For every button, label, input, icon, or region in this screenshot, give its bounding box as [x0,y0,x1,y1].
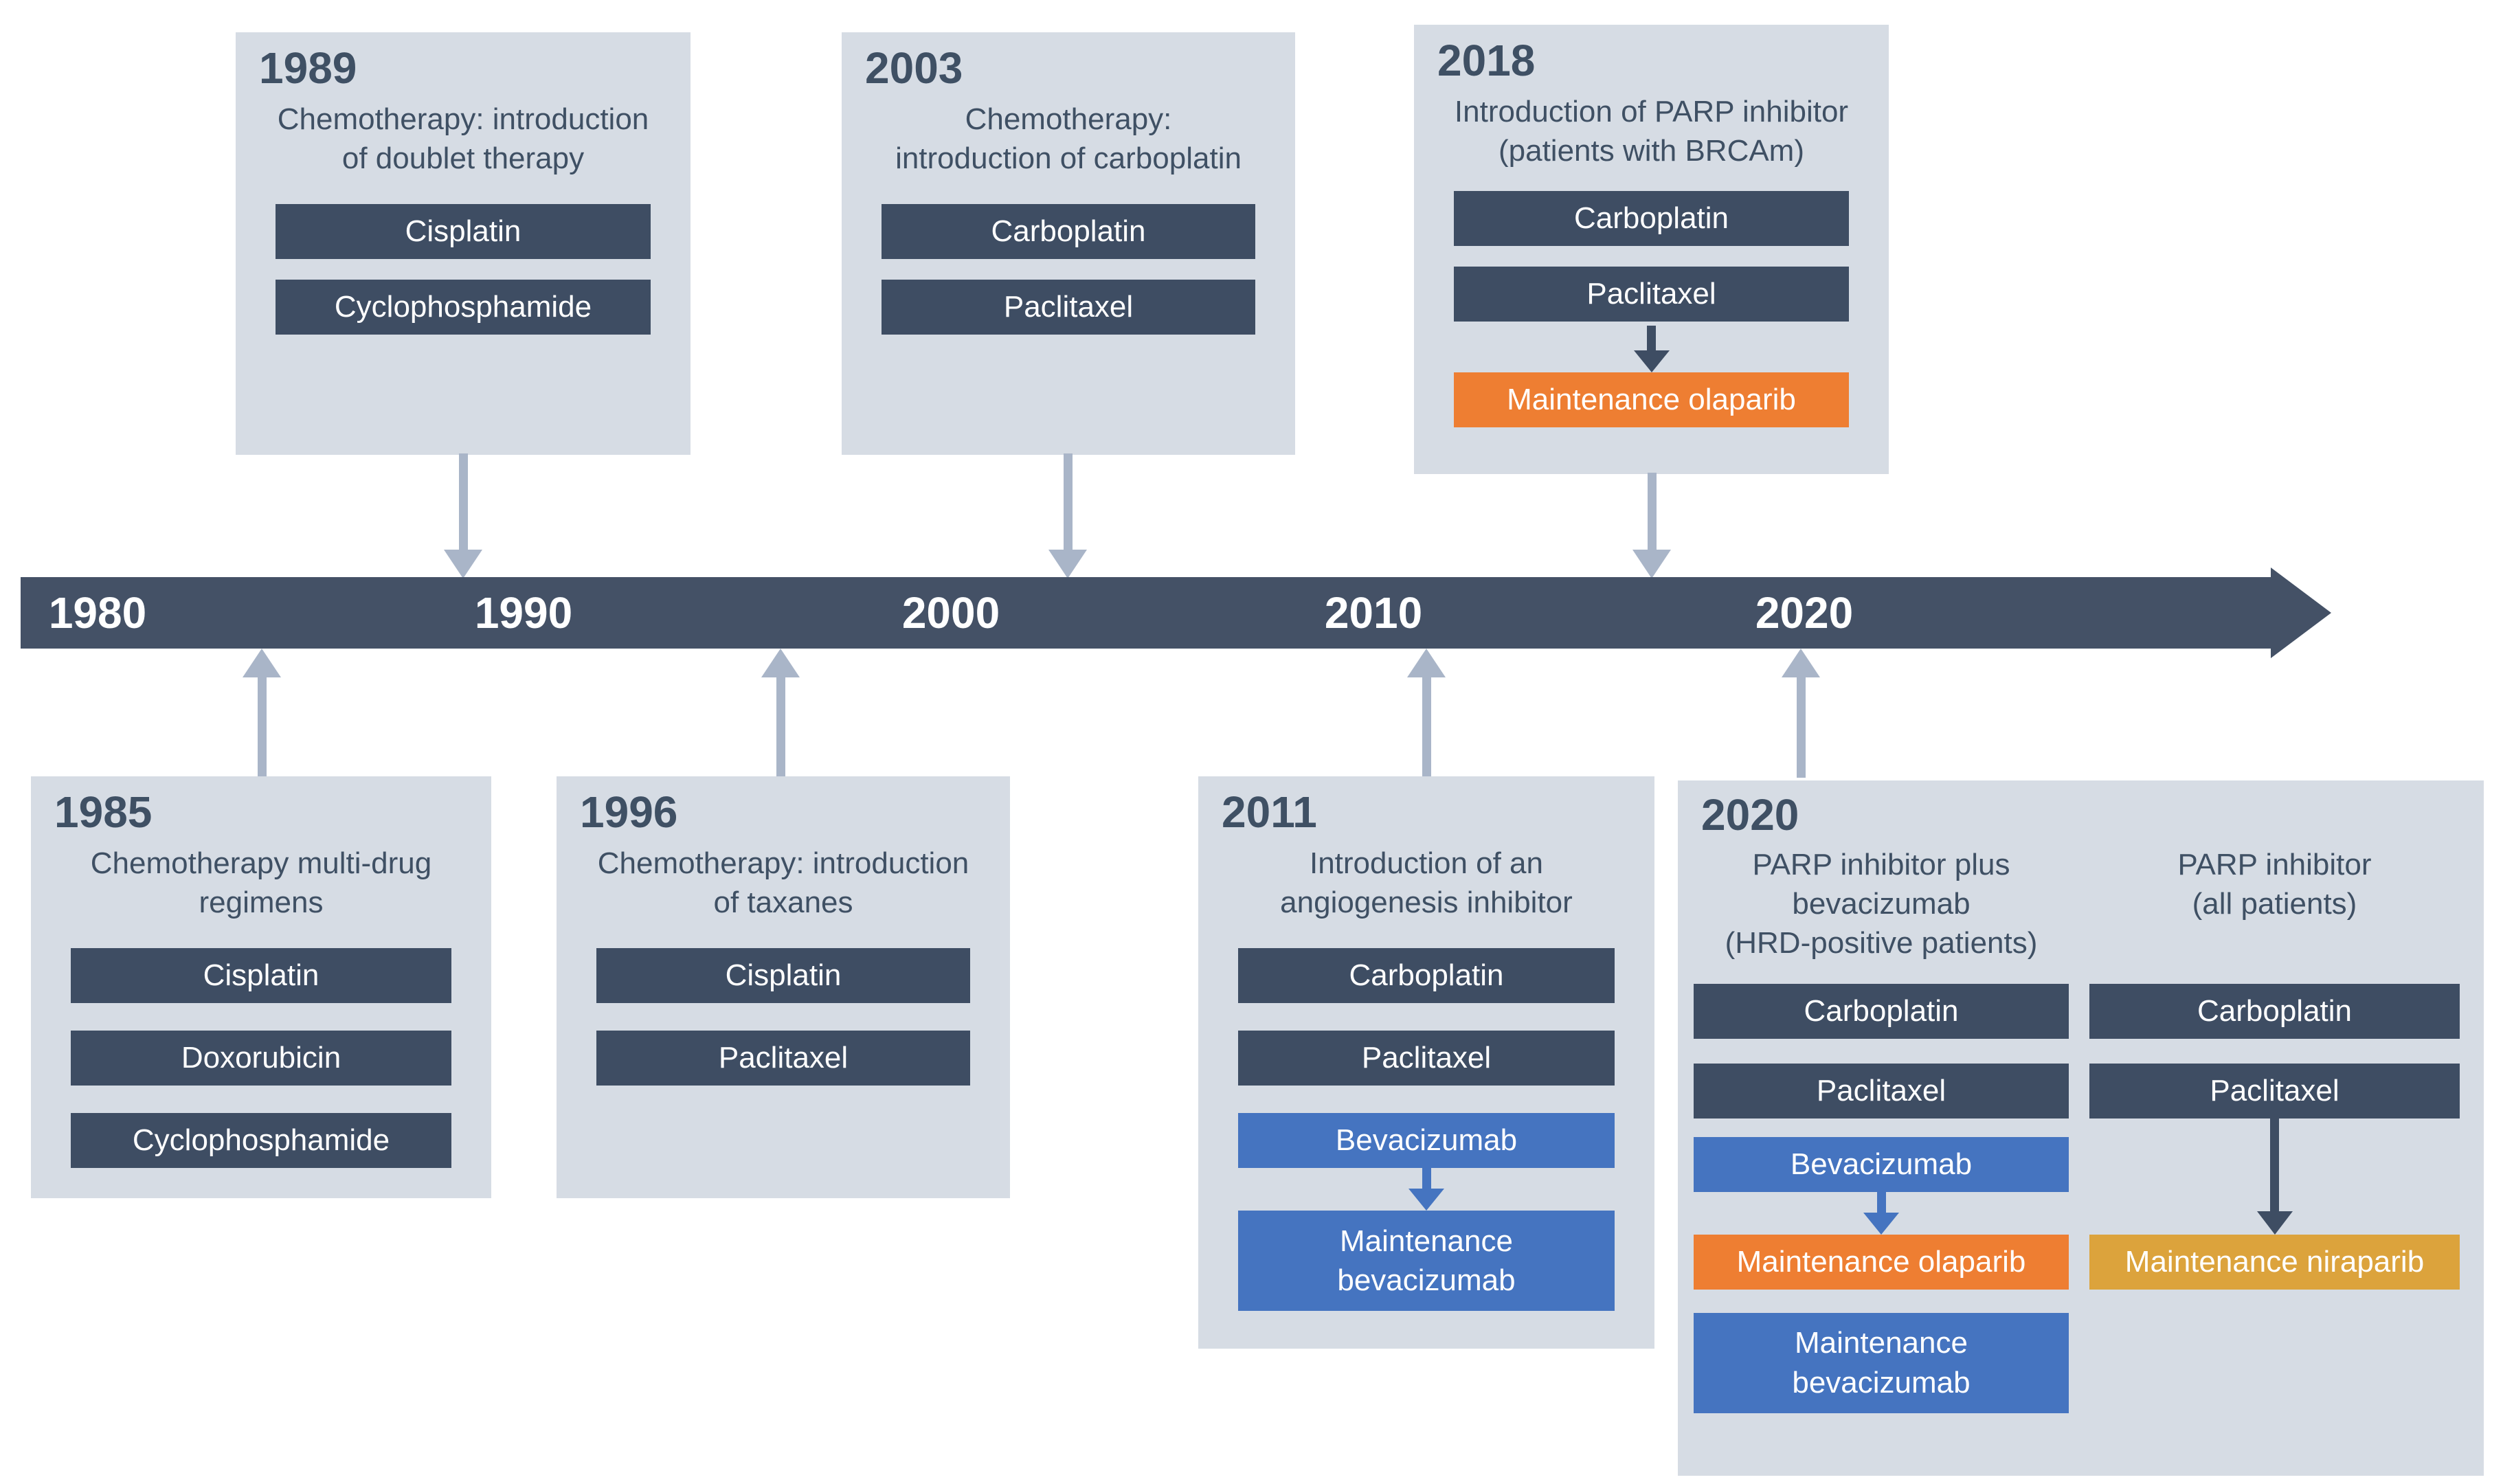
event-year: 1985 [54,787,153,837]
subtitle-line: Chemotherapy: [965,102,1172,136]
treatment-columns: PARP inhibitor plus bevacizumab (HRD-pos… [1678,845,2484,1413]
drug-pill: Paclitaxel [1454,266,1849,322]
subtitle-line: of taxanes [713,885,853,919]
drug-pill: Paclitaxel [1694,1063,2069,1118]
drug-pill: Cyclophosphamide [276,279,651,335]
down-arrow-icon [1694,1191,2069,1235]
timeline-year-label: 2000 [901,588,1000,638]
column-header-line: (all patients) [2192,886,2357,921]
event-year: 1996 [580,787,678,837]
connector-arrow-down-icon [1632,473,1671,578]
drug-pill: Cisplatin [71,947,451,1003]
drug-pill: Maintenance olaparib [1454,372,1849,427]
subtitle-line: introduction of carboplatin [895,141,1242,175]
drug-pill: Paclitaxel [2089,1063,2460,1118]
drug-pill: Maintenance olaparib [1694,1234,2069,1290]
column-header: PARP inhibitor (all patients) [2089,845,2460,976]
drug-pill: Carboplatin [1694,983,2069,1039]
timeline-year-label: 1980 [48,588,147,638]
subtitle-line: Chemotherapy multi-drug [90,846,432,880]
drug-pill: Cyclophosphamide [71,1112,451,1168]
drug-pill: Carboplatin [2089,983,2460,1039]
drug-pill: Bevacizumab [1238,1112,1615,1168]
event-year: 2018 [1437,36,1536,85]
drug-pill: Paclitaxel [882,279,1255,335]
drug-pill: Carboplatin [1454,190,1849,246]
timeline-year-label: 2010 [1324,588,1423,638]
column-all-patients: PARP inhibitor (all patients) Carboplati… [2089,845,2460,1413]
column-header-line: (HRD-positive patients) [1725,925,2038,960]
event-year: 1989 [259,43,357,93]
event-year: 2011 [1222,787,1317,837]
event-subtitle: Chemotherapy: introduction of taxanes [557,844,1010,922]
event-year: 2020 [1701,790,1799,840]
timeline-year-label: 1990 [474,588,573,638]
subtitle-line: Chemotherapy: introduction [597,846,969,880]
subtitle-line: of doublet therapy [341,141,585,175]
down-arrow-icon [1198,1167,1654,1211]
drug-pill: Doxorubicin [71,1030,451,1086]
timeline-year-label: 2020 [1755,588,1854,638]
subtitle-line: Chemotherapy: introduction [277,102,649,136]
column-header-line: PARP inhibitor [2177,847,2372,881]
drug-pill: Cisplatin [596,947,970,1003]
connector-arrow-up-icon [761,649,800,778]
column-hrd-positive: PARP inhibitor plus bevacizumab (HRD-pos… [1694,845,2069,1413]
event-box-2011: 2011 Introduction of an angiogenesis inh… [1198,776,1654,1349]
event-subtitle: Chemotherapy: introduction of doublet th… [236,100,691,178]
event-box-1996: 1996 Chemotherapy: introduction of taxan… [557,776,1010,1198]
subtitle-line: Introduction of PARP inhibitor [1454,94,1849,128]
event-subtitle: Introduction of an angiogenesis inhibito… [1198,844,1654,922]
drug-pill: Cisplatin [276,203,651,259]
connector-arrow-up-icon [1782,649,1820,778]
column-header-line: PARP inhibitor plus [1752,847,2010,881]
subtitle-line: angiogenesis inhibitor [1280,885,1573,919]
connector-arrow-up-icon [243,649,281,778]
event-subtitle: Introduction of PARP inhibitor (patients… [1414,92,1889,170]
event-box-2018: 2018 Introduction of PARP inhibitor (pat… [1414,25,1889,474]
connector-arrow-up-icon [1407,649,1446,778]
drug-pill: Maintenance bevacizumab [1694,1312,2069,1413]
drug-pill: Carboplatin [882,203,1255,259]
event-box-2003: 2003 Chemotherapy: introduction of carbo… [842,32,1295,455]
column-header: PARP inhibitor plus bevacizumab (HRD-pos… [1694,845,2069,976]
connector-arrow-down-icon [1048,453,1087,578]
drug-pill: Paclitaxel [1238,1030,1615,1086]
drug-pill: Maintenance niraparib [2089,1234,2460,1290]
event-subtitle: Chemotherapy: introduction of carboplati… [842,100,1295,178]
column-header-line: bevacizumab [1792,886,1971,921]
subtitle-line: (patients with BRCAm) [1498,133,1804,168]
down-arrow-icon [1414,325,1889,372]
timeline-arrowhead-icon [2271,567,2331,658]
subtitle-line: Introduction of an [1309,846,1543,880]
event-subtitle: Chemotherapy multi-drug regimens [31,844,491,922]
event-box-1985: 1985 Chemotherapy multi-drug regimens Ci… [31,776,491,1198]
event-year: 2003 [865,43,963,93]
drug-pill: Paclitaxel [596,1030,970,1086]
down-arrow-icon [2089,1118,2460,1235]
drug-pill: Bevacizumab [1694,1136,2069,1192]
subtitle-line: regimens [199,885,324,919]
drug-pill: Maintenance bevacizumab [1238,1210,1615,1311]
timeline-bar [21,577,2271,649]
event-box-1989: 1989 Chemotherapy: introduction of doubl… [236,32,691,455]
event-box-2020: 2020 PARP inhibitor plus bevacizumab (HR… [1678,780,2484,1476]
drug-pill: Carboplatin [1238,947,1615,1003]
connector-arrow-down-icon [444,453,482,578]
